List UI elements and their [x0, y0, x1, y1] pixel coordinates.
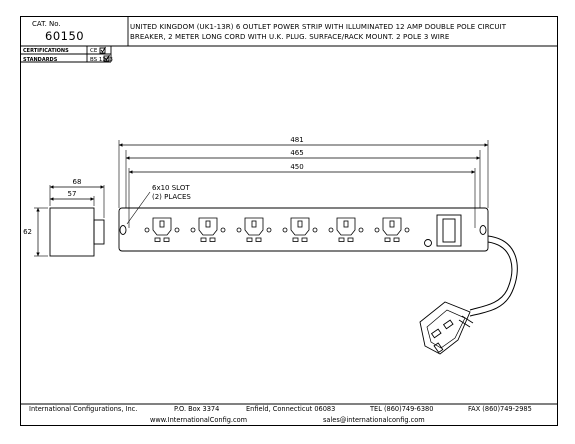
dim-label-481: 481	[290, 136, 303, 144]
side-view-plug-face	[93, 219, 105, 245]
screw-icon	[374, 227, 380, 233]
power-cord-inner	[469, 241, 513, 311]
dim-label-62: 62	[23, 228, 32, 236]
screw-icon	[328, 227, 334, 233]
slot-callout-leader	[126, 191, 151, 225]
earth-slot	[205, 220, 211, 228]
outlet-group	[144, 217, 410, 242]
description-line-1: UNITED KINGDOM (UK1-13R) 6 OUTLET POWER …	[130, 23, 507, 31]
breaker-switch-housing	[436, 214, 462, 247]
slot-callout-line-2: (2) PLACES	[152, 193, 191, 201]
neutral-slot	[255, 237, 262, 242]
certifications-value: CE	[90, 48, 98, 54]
outlet-3	[236, 217, 272, 242]
drawing-sheet	[20, 16, 558, 426]
screw-icon	[174, 227, 180, 233]
screw-icon	[144, 227, 150, 233]
outlet-face	[244, 217, 264, 236]
slot-callout-line-1: 6x10 SLOT	[152, 184, 190, 192]
earth-slot	[297, 220, 303, 228]
footer-address: Enfield, Connecticut 06083	[246, 405, 336, 413]
standards-value: BS 1363	[90, 57, 113, 63]
screw-icon	[190, 227, 196, 233]
outlet-face	[382, 217, 402, 236]
screw-icon	[236, 227, 242, 233]
bs-checkbox	[103, 55, 110, 62]
power-strip-body	[118, 207, 489, 252]
cat-number: 60150	[45, 29, 85, 43]
neutral-slot	[393, 237, 400, 242]
ce-check-mark	[100, 46, 106, 53]
screw-icon	[312, 227, 318, 233]
outlet-face	[152, 217, 172, 236]
live-slot	[338, 237, 345, 242]
mount-slot-right	[479, 225, 487, 235]
breaker-switch-rocker	[442, 218, 456, 243]
neutral-slot	[301, 237, 308, 242]
neutral-slot	[209, 237, 216, 242]
outlet-face	[198, 217, 218, 236]
standards-label: STANDARDS	[23, 57, 58, 63]
dim-label-465: 465	[290, 149, 303, 157]
earth-slot	[343, 220, 349, 228]
footer-company: International Configurations, Inc.	[29, 405, 138, 413]
neutral-slot	[163, 237, 170, 242]
outlet-face	[336, 217, 356, 236]
footer-tel: TEL (860)749-6380	[370, 405, 434, 413]
uk-plug-icon	[419, 301, 474, 355]
neutral-slot	[347, 237, 354, 242]
earth-slot	[159, 220, 165, 228]
screw-icon	[266, 227, 272, 233]
outlet-1	[144, 217, 180, 242]
earth-slot	[251, 220, 257, 228]
mount-slot-left	[119, 225, 127, 235]
outlet-4	[282, 217, 318, 242]
live-slot	[384, 237, 391, 242]
footer-email: sales@internationalconfig.com	[323, 416, 425, 424]
earth-slot	[389, 220, 395, 228]
reset-indicator-icon	[424, 239, 432, 247]
screw-icon	[220, 227, 226, 233]
live-slot	[200, 237, 207, 242]
cat-no-label: CAT. No.	[32, 20, 61, 28]
footer-website: www.InternationalConfig.com	[150, 416, 248, 424]
live-slot	[246, 237, 253, 242]
footer-po-box: P.O. Box 3374	[174, 405, 220, 413]
side-view-body	[49, 207, 95, 257]
footer-fax: FAX (860)749-2985	[468, 405, 532, 413]
ce-checkbox	[99, 47, 106, 54]
outlet-face	[290, 217, 310, 236]
outlet-2	[190, 217, 226, 242]
outlet-6	[374, 217, 410, 242]
dim-label-68: 68	[73, 178, 82, 186]
live-slot	[154, 237, 161, 242]
screw-icon	[358, 227, 364, 233]
screw-icon	[282, 227, 288, 233]
bs-check-mark	[104, 54, 110, 61]
certifications-label: CERTIFICATIONS	[23, 48, 69, 54]
power-cord-outer	[469, 235, 518, 317]
screw-icon	[404, 227, 410, 233]
outlet-5	[328, 217, 364, 242]
dim-label-450: 450	[290, 163, 303, 171]
live-slot	[292, 237, 299, 242]
dim-label-57: 57	[68, 190, 77, 198]
description-line-2: BREAKER, 2 METER LONG CORD WITH U.K. PLU…	[130, 33, 450, 41]
